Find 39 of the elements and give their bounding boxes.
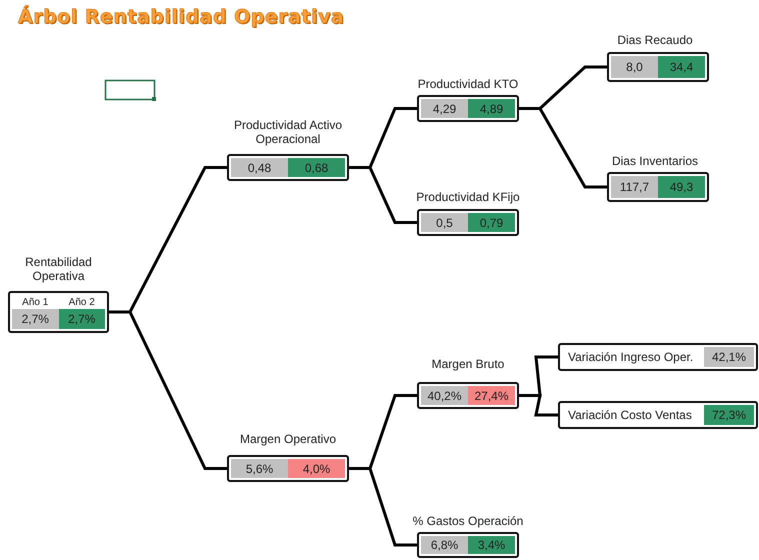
metric-label: Variación Costo Ventas	[567, 407, 693, 424]
metric-heading: Productividad Activo Operacional	[232, 118, 344, 146]
value-cell: 117,7	[611, 176, 658, 198]
metric-heading: % Gastos Operación	[412, 514, 524, 528]
value-cell: 5,6%	[231, 459, 288, 478]
connector-line	[519, 394, 558, 416]
year-label: Año 2	[68, 296, 96, 309]
connector-line	[109, 310, 227, 470]
metric-heading: Rentabilidad Operativa	[24, 255, 93, 283]
connector-line	[349, 467, 417, 546]
value-cell: 27,4%	[468, 386, 515, 405]
value-cell: 4,89	[468, 99, 515, 118]
connector-line	[349, 166, 417, 224]
value-cell: 3,4%	[468, 536, 515, 554]
value-cell: 0,5	[421, 213, 468, 232]
value-cell: 0,79	[468, 213, 515, 232]
value-cell: 6,8%	[421, 536, 468, 554]
value-cell: 0,48	[231, 158, 288, 177]
metric-heading: Margen Bruto	[430, 357, 506, 371]
metric-heading: Dias Recaudo	[616, 33, 694, 47]
metric-heading: Productividad KFijo	[415, 190, 521, 204]
value-cell: 4,29	[421, 99, 468, 118]
value-cell: 2,7%	[12, 309, 58, 329]
value-cell: 2,7%	[58, 309, 105, 329]
value-cell: 49,3	[658, 176, 705, 198]
metric-heading: Productividad KTO	[416, 77, 520, 91]
value-cell: 40,2%	[421, 386, 468, 405]
metric-heading: Dias Inventarios	[610, 154, 700, 168]
year-label: Año 1	[21, 296, 50, 309]
metric-heading: Margen Operativo	[238, 432, 338, 446]
metric-label: Variación Ingreso Oper.	[567, 349, 694, 366]
value-cell: 42,1%	[704, 347, 754, 367]
connector-line	[519, 107, 607, 188]
value-cell: 34,4	[658, 56, 705, 78]
diagram-title: Árbol Rentabilidad Operativa	[18, 6, 344, 28]
value-cell: 8,0	[611, 56, 658, 78]
value-cell: 0,68	[288, 158, 345, 177]
value-cell: 72,3%	[704, 405, 754, 425]
value-cell: 4,0%	[288, 459, 345, 478]
